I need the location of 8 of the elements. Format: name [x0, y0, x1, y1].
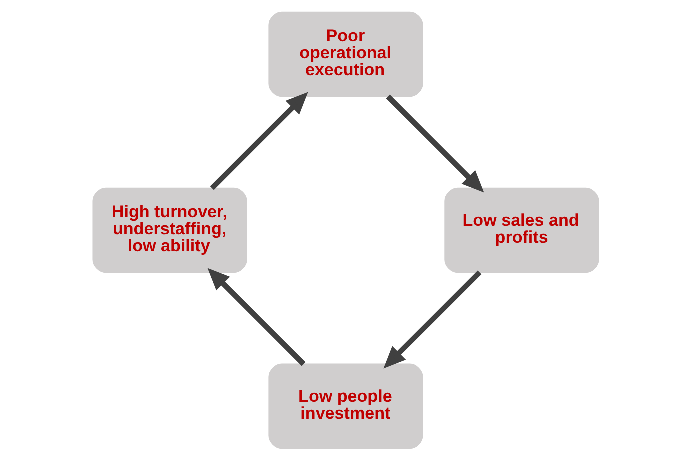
arrow	[383, 270, 482, 369]
node-box: Poor operational execution	[268, 12, 423, 98]
arrow	[386, 94, 484, 193]
arrow	[207, 268, 306, 366]
node-box: High turnover, understaffing, low ability	[92, 188, 247, 274]
arrow	[210, 92, 308, 190]
node-box: Low sales and profits	[444, 188, 599, 274]
node-box: Low people investment	[268, 364, 423, 450]
